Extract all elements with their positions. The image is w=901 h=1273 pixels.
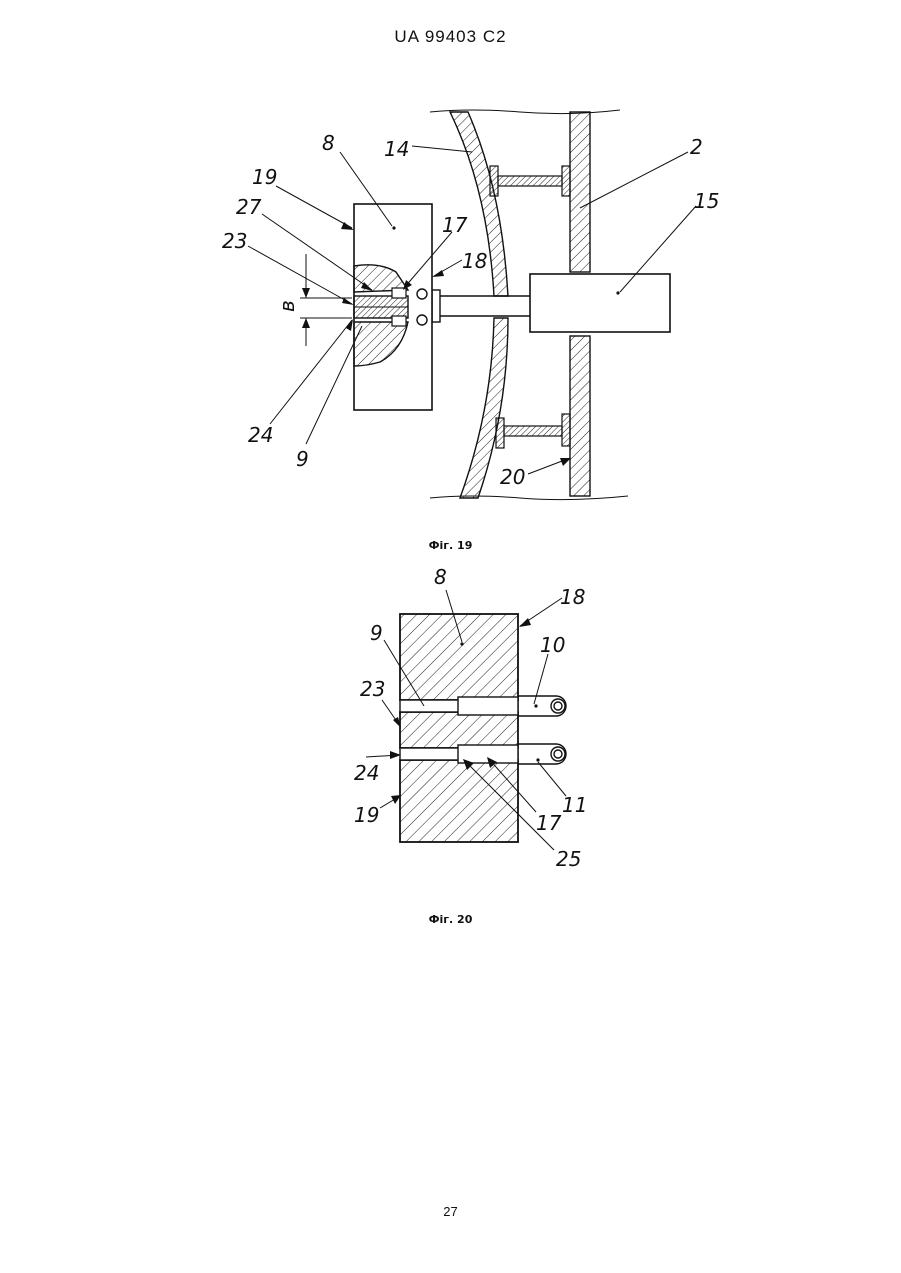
dim-arrowhead-upper bbox=[302, 288, 310, 298]
page-number: 27 bbox=[0, 1204, 901, 1219]
fig20-label-19: 19 bbox=[354, 803, 379, 827]
brace-upper-flange-left bbox=[490, 166, 498, 196]
fig20-label-25: 25 bbox=[556, 847, 581, 871]
arrowhead-23 bbox=[342, 298, 354, 305]
fig20-tube-11-dot bbox=[536, 758, 539, 761]
fig19-label-b: в bbox=[275, 300, 299, 312]
fig20-label-18: 18 bbox=[560, 585, 585, 609]
brace-upper-web bbox=[498, 176, 562, 186]
arrowhead-18 bbox=[432, 270, 444, 277]
fig20-tube-10-end-inner bbox=[554, 702, 562, 710]
brace-upper-flange-right bbox=[562, 166, 570, 196]
fig20-tube-11-end-inner bbox=[554, 750, 562, 758]
fig19-label-8: 8 bbox=[322, 131, 335, 155]
fig20-tube-11-end-outer bbox=[551, 747, 565, 761]
actuator-center-dot bbox=[616, 291, 619, 294]
fig20-tube-10-end-outer bbox=[551, 699, 565, 713]
leader-14 bbox=[412, 146, 472, 152]
fig19-label-27: 27 bbox=[236, 195, 262, 219]
fig20-block-center-dot bbox=[460, 642, 463, 645]
fig20-block-middle bbox=[400, 712, 518, 748]
nozzle-lower bbox=[392, 316, 406, 326]
fig20-label-23: 23 bbox=[360, 677, 385, 701]
brace-lower-flange-left bbox=[496, 418, 504, 448]
leader-19 bbox=[276, 186, 352, 228]
fig20-label-11: 11 bbox=[562, 793, 587, 817]
wall-lower bbox=[570, 336, 590, 496]
wall-upper bbox=[570, 112, 590, 272]
fig20-leader-11 bbox=[538, 762, 566, 796]
fig19-label-20: 20 bbox=[500, 465, 525, 489]
leader-23 bbox=[248, 246, 352, 304]
fig20-insert-upper bbox=[458, 697, 518, 715]
fig20-label-17: 17 bbox=[536, 811, 562, 835]
fig20-label-10: 10 bbox=[540, 633, 565, 657]
arrowhead-24 bbox=[346, 319, 353, 331]
fig20-label-8: 8 bbox=[434, 565, 447, 589]
figure-19-caption: Фіг. 19 bbox=[0, 539, 901, 552]
block-center-dot bbox=[392, 226, 395, 229]
fig19-label-2: 2 bbox=[690, 135, 703, 159]
fig19-label-24: 24 bbox=[248, 423, 273, 447]
fig19-label-18: 18 bbox=[462, 249, 487, 273]
figure-20-caption: Фіг. 20 bbox=[0, 913, 901, 926]
fig20-label-9: 9 bbox=[370, 621, 383, 645]
brace-lower-web bbox=[504, 426, 562, 436]
fig19-label-19: 19 bbox=[252, 165, 277, 189]
actuator-body bbox=[530, 274, 670, 332]
fig19-label-15: 15 bbox=[694, 189, 719, 213]
fig20-block-top bbox=[400, 614, 518, 700]
fig19-label-17: 17 bbox=[442, 213, 468, 237]
dim-arrowhead-lower bbox=[302, 318, 310, 328]
rod-collar bbox=[432, 290, 440, 322]
fig19-label-14: 14 bbox=[384, 137, 409, 161]
fig19-label-9: 9 bbox=[296, 447, 309, 471]
fig20-label-24: 24 bbox=[354, 761, 379, 785]
fig19-label-23: 23 bbox=[222, 229, 247, 253]
brace-lower-flange-right bbox=[562, 414, 570, 446]
fig20-tube-10-dot bbox=[534, 704, 537, 707]
leader-2 bbox=[580, 152, 688, 208]
